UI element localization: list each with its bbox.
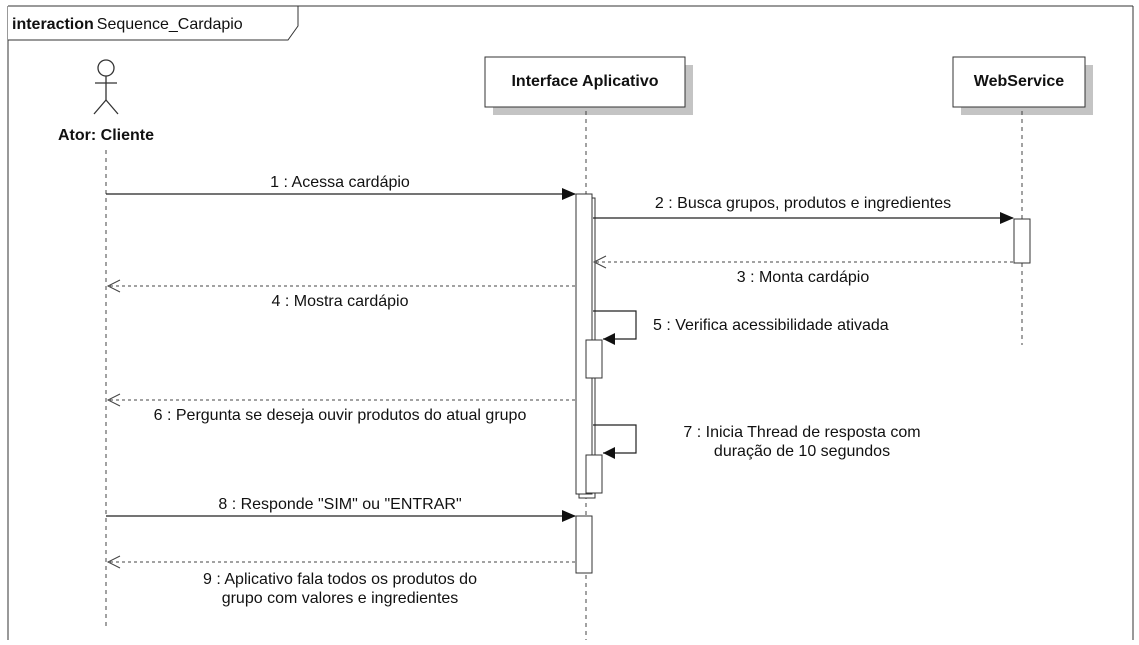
message-3: 3 : Monta cardápio xyxy=(592,255,1013,286)
activation-webservice xyxy=(1013,218,1031,264)
actor-cliente: Ator: Cliente xyxy=(58,59,154,144)
message-3-label: 3 : Monta cardápio xyxy=(737,269,870,286)
message-7-label-line2: duração de 10 segundos xyxy=(714,443,890,460)
message-7-label-line1: 7 : Inicia Thread de resposta com xyxy=(683,424,920,441)
message-6-label: 6 : Pergunta se deseja ouvir produtos do… xyxy=(154,407,527,424)
message-4-label: 4 : Mostra cardápio xyxy=(272,293,409,310)
message-8-label: 8 : Responde "SIM" ou "ENTRAR" xyxy=(218,496,461,513)
message-6: 6 : Pergunta se deseja ouvir produtos do… xyxy=(106,393,575,424)
activation-self-5 xyxy=(585,339,603,379)
webservice-label: WebService xyxy=(974,73,1065,90)
lifeline-interface-head: Interface Aplicativo xyxy=(484,56,693,115)
message-9-label-line2: grupo com valores e ingredientes xyxy=(222,590,459,607)
actor-head xyxy=(97,59,115,77)
frame-title-tab xyxy=(8,5,299,41)
message-1-label: 1 : Acessa cardápio xyxy=(270,174,410,191)
frame-keyword: interaction xyxy=(12,16,94,33)
message-9: 9 : Aplicativo fala todos os produtos do… xyxy=(106,555,575,607)
message-8: 8 : Responde "SIM" ou "ENTRAR" xyxy=(106,496,576,522)
message-5: 5 : Verifica acessibilidade ativada xyxy=(593,310,889,345)
message-2-label: 2 : Busca grupos, produtos e ingrediente… xyxy=(655,195,951,212)
activation-self-7 xyxy=(585,454,603,494)
activation-interface-8 xyxy=(575,515,593,574)
message-4: 4 : Mostra cardápio xyxy=(106,279,575,310)
message-2: 2 : Busca grupos, produtos e ingrediente… xyxy=(593,195,1014,224)
interface-label: Interface Aplicativo xyxy=(511,73,658,90)
actor-label: Ator: Cliente xyxy=(58,127,154,144)
message-9-label-line1: 9 : Aplicativo fala todos os produtos do xyxy=(203,571,477,588)
message-1: 1 : Acessa cardápio xyxy=(106,174,576,200)
message-5-label: 5 : Verifica acessibilidade ativada xyxy=(653,317,889,334)
lifeline-webservice-head: WebService xyxy=(952,56,1093,115)
activation-bars xyxy=(575,193,1031,574)
message-7: 7 : Inicia Thread de resposta com duraçã… xyxy=(593,424,921,460)
frame-name: Sequence_Cardapio xyxy=(97,16,243,33)
